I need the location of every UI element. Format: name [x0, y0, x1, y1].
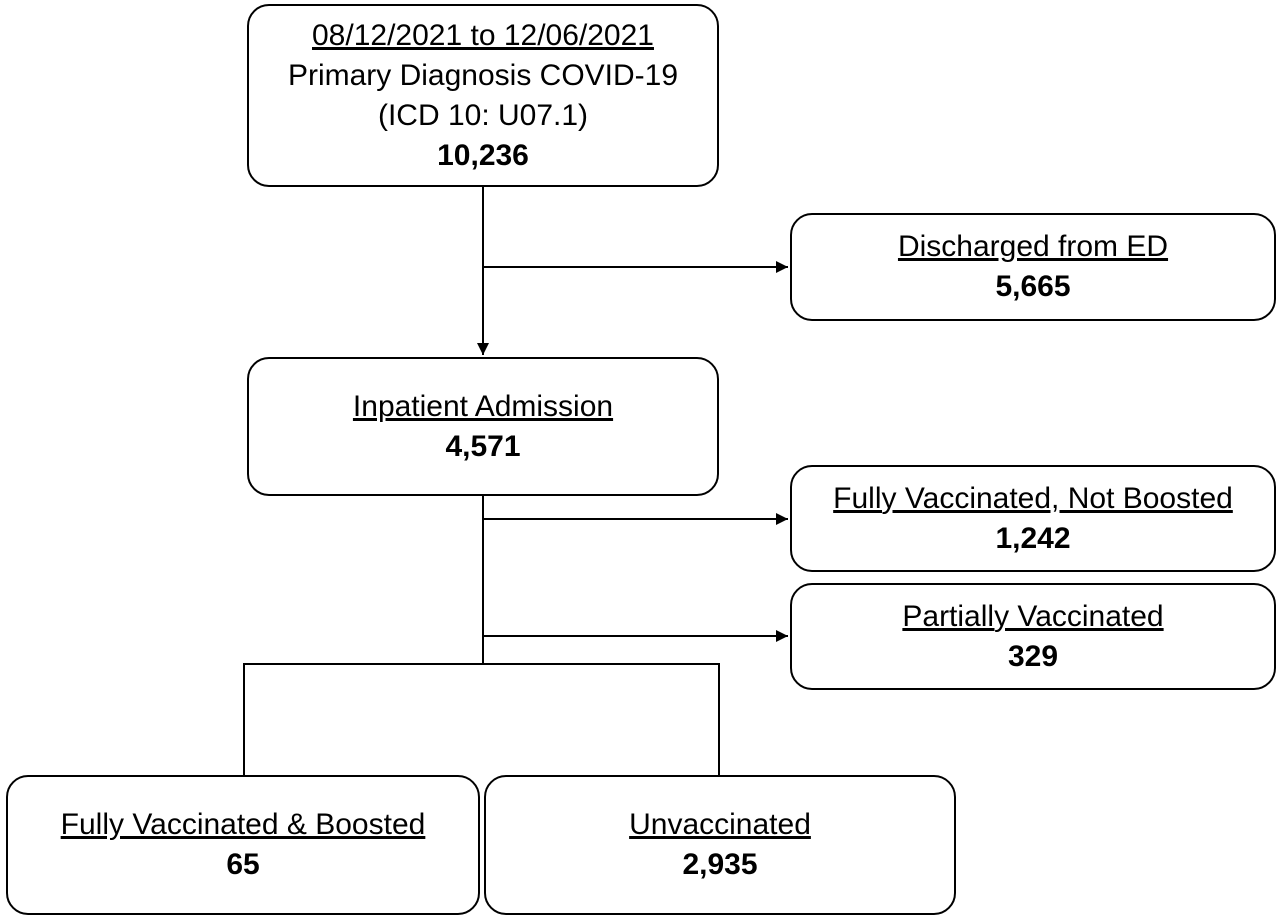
partially-vaccinated-box: Partially Vaccinated 329	[790, 583, 1276, 690]
discharged-label: Discharged from ED	[897, 230, 1169, 263]
inpatient-count: 4,571	[445, 429, 521, 463]
start-box: 08/12/2021 to 12/06/2021 Primary Diagnos…	[247, 4, 719, 187]
fully-vaccinated-not-boosted-label: Fully Vaccinated, Not Boosted	[833, 481, 1233, 515]
date-range-label: 08/12/2021 to 12/06/2021	[312, 18, 654, 52]
icd-code-label: (ICD 10: U07.1)	[377, 98, 589, 132]
discharged-box: Discharged from ED 5,665	[790, 213, 1276, 321]
fully-vaccinated-boosted-count: 65	[226, 848, 260, 881]
fully-vaccinated-boosted-box: Fully Vaccinated & Boosted 65	[6, 775, 480, 915]
partially-vaccinated-label: Partially Vaccinated	[902, 599, 1164, 633]
fully-vaccinated-not-boosted-box: Fully Vaccinated, Not Boosted 1,242	[790, 465, 1276, 572]
fully-vaccinated-not-boosted-count: 1,242	[995, 521, 1071, 555]
connector-split-bottom	[243, 663, 720, 775]
diagnosis-label: Primary Diagnosis COVID-19	[287, 58, 679, 92]
unvaccinated-label: Unvaccinated	[629, 808, 811, 841]
unvaccinated-count: 2,935	[682, 848, 758, 881]
partially-vaccinated-count: 329	[1007, 639, 1059, 673]
fully-vaccinated-boosted-label: Fully Vaccinated & Boosted	[60, 808, 426, 841]
unvaccinated-box: Unvaccinated 2,935	[484, 775, 956, 915]
inpatient-box: Inpatient Admission 4,571	[247, 357, 719, 496]
start-count: 10,236	[437, 138, 529, 172]
inpatient-label: Inpatient Admission	[352, 389, 614, 423]
discharged-count: 5,665	[995, 270, 1071, 303]
